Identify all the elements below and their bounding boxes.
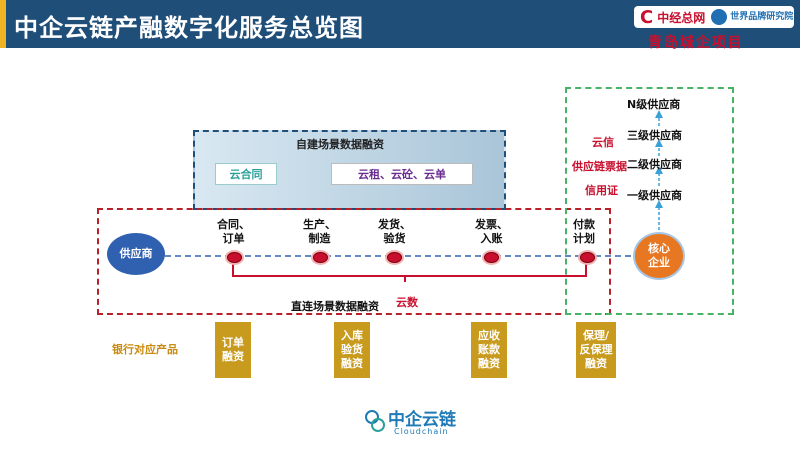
stage-node-contract [227,252,242,263]
footer-logo-text: 中企云链 [388,410,456,430]
stage-label-shipping: 发货、 验货 [378,218,411,245]
product-receivable-financing: 应收 账款 融资 [471,322,507,378]
product-warehouse-financing: 入库 验货 融资 [334,322,370,378]
header-accent-bar [0,0,6,48]
product-yunxin: 云信 [592,136,614,149]
tier-2-supplier: 二级供应商 [627,158,682,171]
footer-logo-sub: Cloudchain [394,427,449,436]
supplier-tier-box [565,87,734,315]
tier-arrowhead-4 [655,110,663,118]
slogan: 青岛城企项目 [648,35,744,51]
tier-n-supplier: N级供应商 [627,98,681,111]
brand-logo-text2: 世界品牌研究院 [730,11,794,22]
footer-logo: 中企云链 Cloudchain [364,405,456,441]
brand-c-mark-icon: C [640,6,654,28]
supplier-node: 供应商 [107,233,165,275]
tier-arrowhead-2 [655,166,663,174]
brand-logo: C 中经总网 世界品牌研究院 [634,6,794,28]
cloud-data-bracket [232,262,587,282]
cloud-group-tag: 云租、云砼、云单 [331,163,473,185]
stage-label-production: 生产、 制造 [303,218,336,245]
brand-logo-text: 中经总网 [657,10,706,25]
cloud-data-label: 云数 [396,296,418,309]
direct-scene-box [97,208,611,315]
cloud-contract-tag: 云合同 [215,163,277,185]
stage-label-invoice: 发票、 入账 [475,218,508,245]
product-order-financing: 订单 融资 [215,322,251,378]
page-title: 中企云链产融数字化服务总览图 [14,14,364,42]
stage-node-production [313,252,328,263]
self-built-scene-title: 自建场景数据融资 [296,138,384,151]
tier-arrowhead-1 [655,200,663,208]
tier-1-supplier: 一级供应商 [627,189,682,202]
stage-label-payment: 付款 计划 [573,218,595,245]
stage-node-payment [580,252,595,263]
cloudchain-logo-icon [365,410,385,432]
globe-icon [711,9,728,25]
product-supply-chain-bill: 供应链票据 [572,160,627,173]
bank-products-label: 银行对应产品 [112,343,178,356]
product-letter-of-credit: 信用证 [585,184,618,197]
core-enterprise-node: 核心 企业 [633,232,685,280]
stage-label-contract: 合同、 订单 [217,218,250,245]
stage-node-invoice [484,252,499,263]
stage-node-shipping [387,252,402,263]
tier-3-supplier: 三级供应商 [627,129,682,142]
direct-scene-caption: 直连场景数据融资 [291,300,379,313]
tier-arrowhead-3 [655,139,663,147]
product-factoring-financing: 保理/ 反保理 融资 [576,322,616,378]
